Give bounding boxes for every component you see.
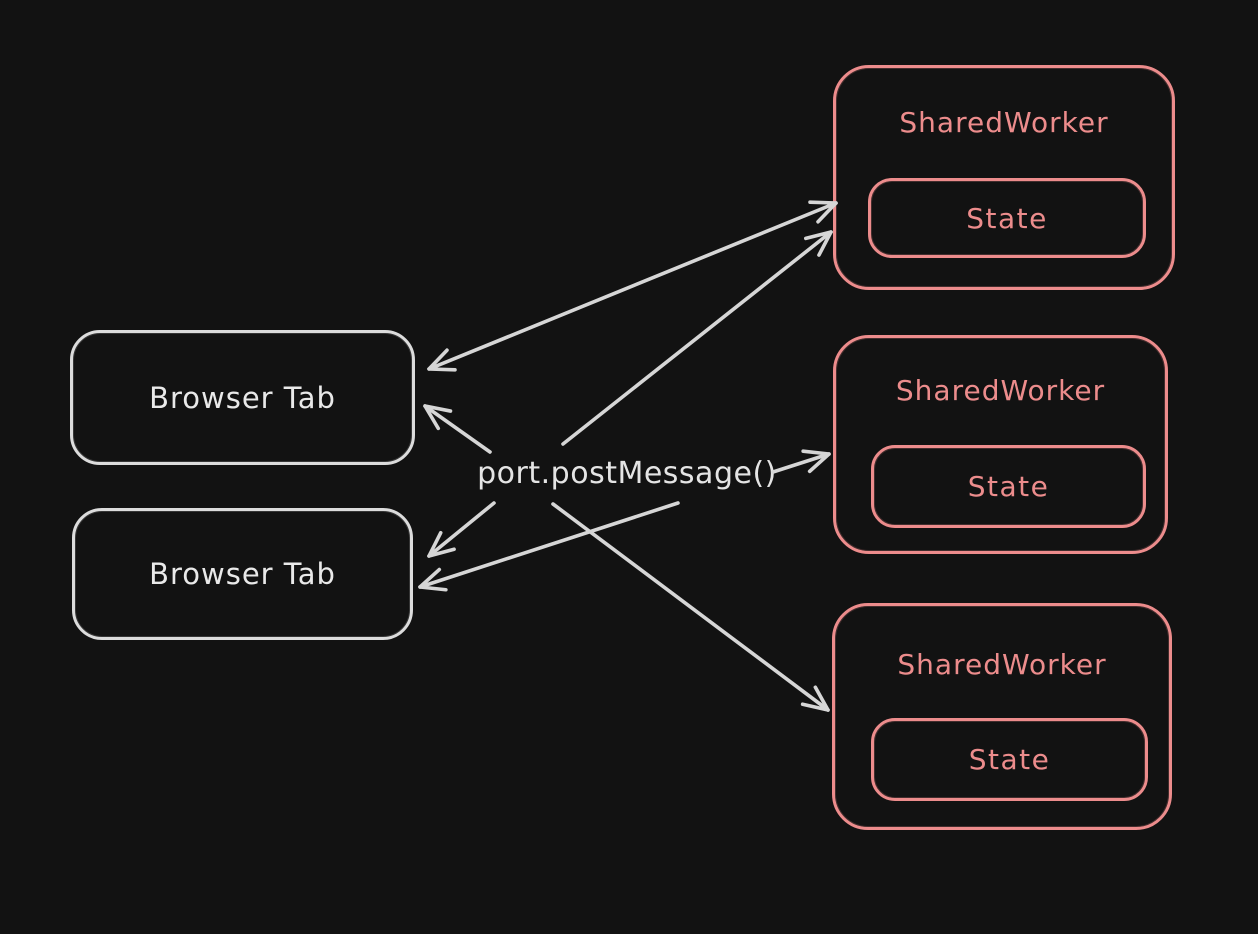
shared-worker-2-state-box: State [871, 445, 1146, 528]
arrow-label-worker3 [551, 502, 830, 712]
arrow-tab1-worker1 [427, 200, 838, 372]
browser-tab-2-label: Browser Tab [149, 557, 336, 591]
arrow-label-tab2-upper [427, 501, 496, 558]
shared-worker-3-box: SharedWorker State [832, 603, 1172, 830]
shared-worker-1-label: SharedWorker [899, 106, 1109, 139]
arrow-label-tab2-lower [418, 501, 680, 592]
shared-worker-1-state-box: State [868, 178, 1146, 258]
browser-tab-2-box: Browser Tab [72, 508, 413, 640]
shared-worker-1-box: SharedWorker State [833, 65, 1175, 290]
shared-worker-1-state-label: State [966, 201, 1048, 235]
shared-worker-3-state-box: State [871, 718, 1148, 801]
port-postmessage-label: port.postMessage() [477, 456, 777, 491]
shared-worker-3-state-label: State [968, 743, 1051, 776]
shared-worker-3-label: SharedWorker [897, 648, 1107, 681]
shared-worker-2-label: SharedWorker [895, 374, 1106, 407]
arrow-label-tab1 [423, 404, 492, 454]
browser-tab-1-label: Browser Tab [149, 380, 336, 415]
shared-worker-2-box: SharedWorker State [833, 335, 1168, 554]
arrow-label-worker1 [561, 230, 833, 446]
browser-tab-1-box: Browser Tab [70, 330, 415, 465]
shared-worker-2-state-label: State [967, 470, 1050, 503]
